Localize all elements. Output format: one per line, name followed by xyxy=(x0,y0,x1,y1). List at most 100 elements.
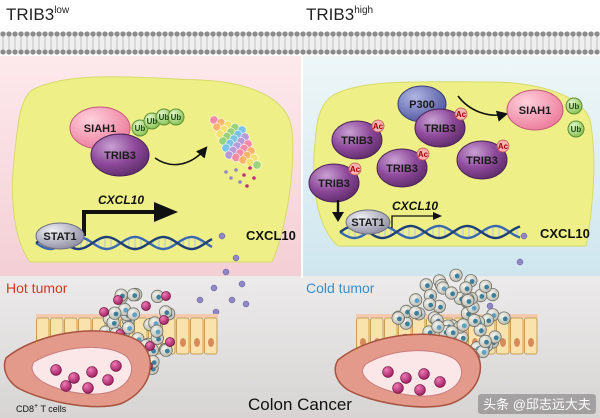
lipid-head xyxy=(42,31,48,37)
cxcl10-dot xyxy=(242,300,250,308)
lipid-head xyxy=(486,49,492,55)
free-ub-bead xyxy=(567,120,585,138)
left-cxcl10-label: CXCL10 xyxy=(246,228,296,243)
lipid-head xyxy=(360,31,366,37)
lipid-head xyxy=(594,31,600,37)
lipid-head xyxy=(168,31,174,37)
p300-label: P300 xyxy=(409,99,435,111)
lipid-head xyxy=(288,31,294,37)
lipid-head xyxy=(534,49,540,55)
lipid-head xyxy=(342,31,348,37)
tumor-nucleus xyxy=(428,302,434,308)
lipid-head xyxy=(552,31,558,37)
lipid-head xyxy=(222,49,228,55)
trib3-protein xyxy=(331,120,383,160)
epithelial-nucleus xyxy=(500,337,506,347)
lipid-head xyxy=(312,49,318,55)
lipid-head xyxy=(168,49,174,55)
right-blood-vessel xyxy=(334,333,481,408)
lipid-head xyxy=(504,49,510,55)
lipid-head xyxy=(414,49,420,55)
lipid-head xyxy=(102,49,108,55)
cd8-t-cell xyxy=(145,341,155,351)
lipid-head xyxy=(546,49,552,55)
lipid-head xyxy=(270,31,276,37)
lipid-head xyxy=(570,31,576,37)
tumor-nucleus xyxy=(466,299,472,304)
epithelial-nucleus xyxy=(180,337,186,347)
trib3-protein xyxy=(456,140,508,180)
protein-fragment xyxy=(234,168,238,172)
tumor-nucleus xyxy=(414,310,419,316)
protein-fragment xyxy=(229,176,233,180)
lipid-head xyxy=(510,31,516,37)
lipid-head xyxy=(324,31,330,37)
cd8-t-cell xyxy=(102,374,114,386)
lipid-head xyxy=(66,49,72,55)
right-siah1-protein xyxy=(506,89,564,131)
left-trib3-label: TRIB3 xyxy=(104,150,136,162)
protein-fragment xyxy=(245,184,249,188)
epithelial-cell xyxy=(190,317,204,355)
lipid-head xyxy=(192,31,198,37)
lipid-head xyxy=(462,31,468,37)
lipid-head xyxy=(444,31,450,37)
lipid-head xyxy=(216,31,222,37)
cd8-t-cell xyxy=(86,366,98,378)
tumor-nucleus xyxy=(438,304,443,310)
tumor-nucleus xyxy=(127,326,132,331)
lipid-head xyxy=(30,49,36,55)
tumor-nucleus xyxy=(450,330,456,336)
acetyl-label: Ac xyxy=(418,150,429,159)
protein-fragment xyxy=(242,173,246,177)
lipid-head xyxy=(594,49,600,55)
lipid-head xyxy=(468,49,474,55)
tumor-nucleus xyxy=(473,318,478,324)
right-siah1-arrow xyxy=(457,95,509,122)
cd8-t-cell xyxy=(382,366,394,378)
lipid-head xyxy=(186,31,192,37)
lipid-head xyxy=(276,49,282,55)
lipid-head xyxy=(390,49,396,55)
lipid-head xyxy=(234,49,240,55)
lipid-head xyxy=(6,49,12,55)
trib3-protein xyxy=(308,163,360,203)
tumor-nucleus xyxy=(464,286,470,292)
lipid-head xyxy=(60,31,66,37)
lipid-head xyxy=(312,31,318,37)
cd8-t-cell xyxy=(414,384,426,396)
lipid-head xyxy=(324,49,330,55)
lipid-head xyxy=(66,31,72,37)
tumor-nucleus xyxy=(441,286,447,292)
tumor-nucleus xyxy=(132,312,138,318)
acetyl-mark xyxy=(348,162,362,176)
lipid-head xyxy=(348,31,354,37)
cxcl10-dot xyxy=(228,296,236,304)
cxcl10-dot xyxy=(486,302,494,310)
lipid-head xyxy=(90,49,96,55)
left-gene-label: CXCL10 xyxy=(98,193,144,207)
acetyl-label: Ac xyxy=(498,142,509,151)
cxcl10-dot xyxy=(210,284,218,292)
lipid-head xyxy=(558,49,564,55)
cd8-t-cell xyxy=(159,315,169,325)
lipid-head xyxy=(456,49,462,55)
lipid-head xyxy=(6,31,12,37)
lipid-head xyxy=(564,49,570,55)
lipid-head xyxy=(228,49,234,55)
lipid-head xyxy=(48,31,54,37)
left-degradation-arrow xyxy=(154,146,208,166)
lipid-head xyxy=(78,31,84,37)
lipid-head xyxy=(156,31,162,37)
lipid-head xyxy=(528,31,534,37)
tumor-nucleus xyxy=(450,291,455,297)
lipid-head xyxy=(366,31,372,37)
cold-tumor-label: Cold tumor xyxy=(306,280,375,296)
lipid-head xyxy=(558,31,564,37)
heading-trib3-low: TRIB3low xyxy=(6,5,70,24)
cd8-t-cell xyxy=(141,301,151,311)
lipid-head xyxy=(252,31,258,37)
cxcl10-dot xyxy=(516,258,524,266)
lipid-head xyxy=(156,49,162,55)
lipid-head xyxy=(306,49,312,55)
